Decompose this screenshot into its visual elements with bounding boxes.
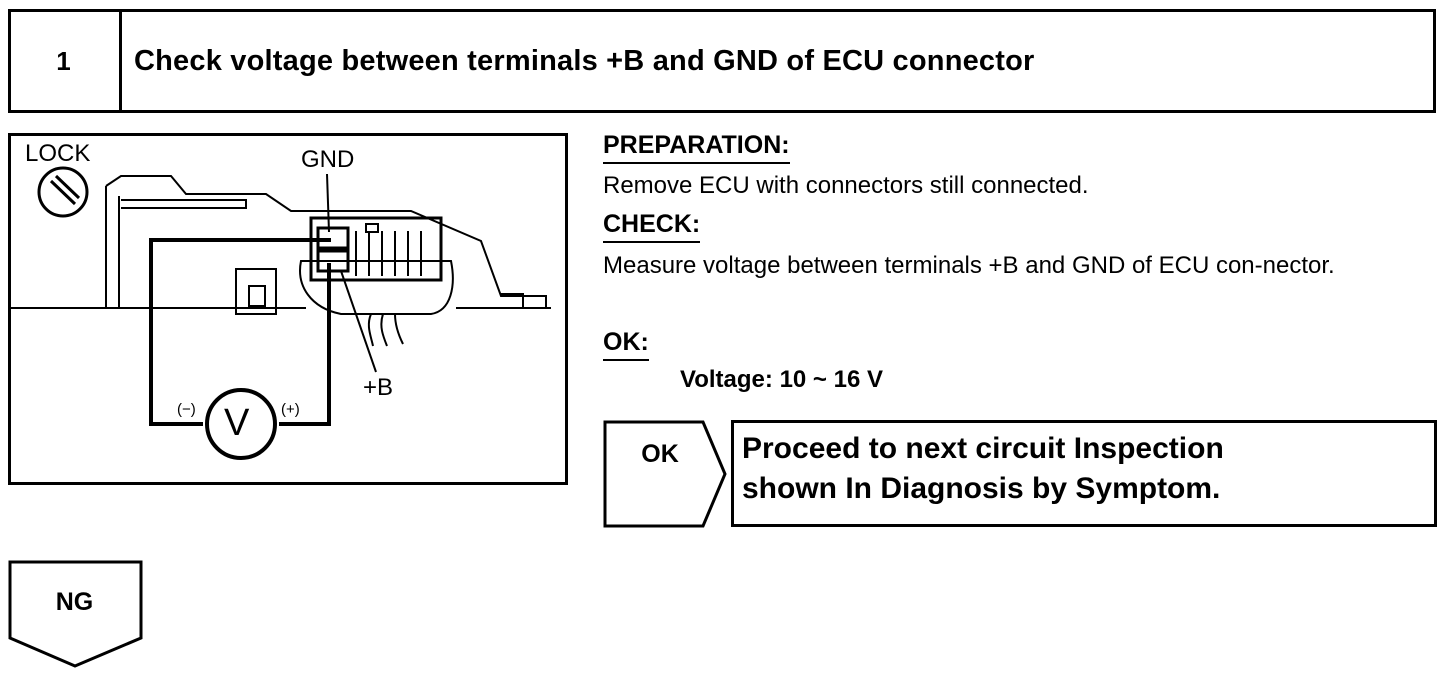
ng-label: NG (55, 588, 94, 616)
ok-result-line-1: Proceed to next circuit Inspection (742, 432, 1224, 465)
ok-result-line-2: shown In Diagnosis by Symptom. (742, 472, 1221, 505)
ok-result-box: Proceed to next circuit Inspection shown… (731, 420, 1437, 527)
ok-arrow-icon (603, 420, 727, 528)
negative-terminal-label: (−) (177, 401, 196, 418)
step-title: Check voltage between terminals +B and G… (134, 44, 1035, 77)
negative-lead (149, 238, 331, 426)
step-header-box (8, 9, 1436, 113)
positive-terminal-label: (+) (281, 401, 300, 418)
preparation-text: Remove ECU with connectors still connect… (603, 172, 1089, 199)
voltmeter-label: V (224, 402, 250, 444)
voltmeter-icon (205, 388, 277, 460)
positive-lead (279, 263, 331, 426)
diagram-drawing (11, 166, 551, 460)
ok-arrow-label: OK (641, 440, 679, 468)
step-number: 1 (56, 45, 71, 76)
ok-voltage-spec: Voltage: 10 ~ 16 V (680, 366, 883, 393)
ng-arrow-icon (8, 560, 143, 668)
step-header-divider (119, 9, 122, 113)
b-terminal-label: +B (363, 374, 394, 401)
ecu-connector (299, 260, 454, 315)
ecu-connector-diagram: LOCK GND +B (−) (+) V (8, 133, 568, 485)
gnd-label: GND (301, 146, 355, 173)
ok-heading: OK: (603, 330, 649, 361)
preparation-heading: PREPARATION: (603, 133, 790, 164)
lock-knob-icon (37, 166, 89, 218)
lock-label: LOCK (25, 140, 91, 167)
check-text: Measure voltage between terminals +B and… (603, 252, 1335, 279)
check-heading: CHECK: (603, 212, 701, 243)
